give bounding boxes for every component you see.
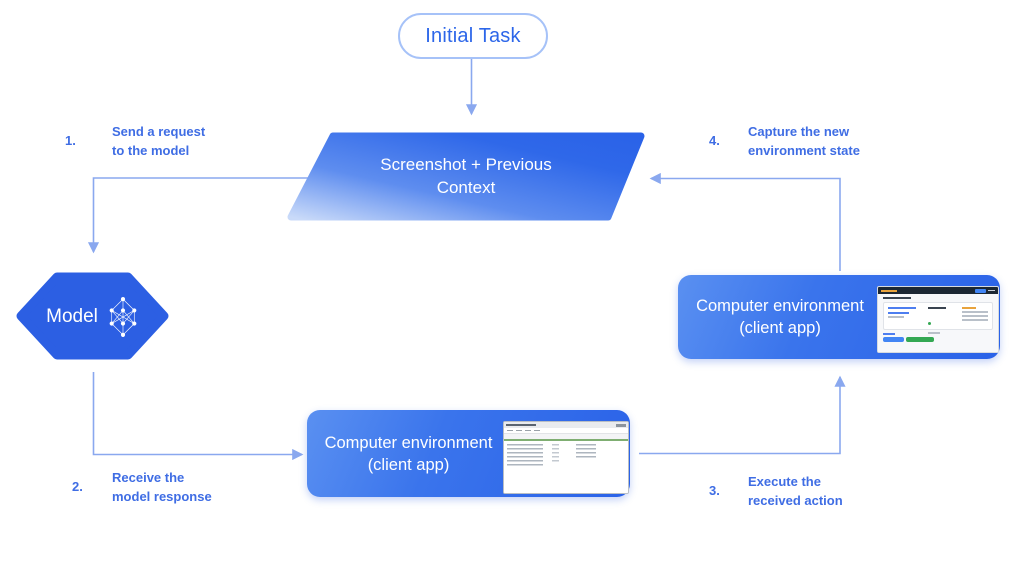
step-3-number: 3. xyxy=(709,483,720,498)
thumb-card xyxy=(883,302,993,334)
step-1-number: 1. xyxy=(65,133,76,148)
step-4-number: 4. xyxy=(709,133,720,148)
environment-bottom-label: Computer environment (client app) xyxy=(307,432,630,476)
thumb-blue-button xyxy=(883,337,904,342)
step-2-number: 2. xyxy=(72,479,83,494)
thumb-toolbar xyxy=(504,434,628,439)
context-label-line2: Context xyxy=(436,178,496,197)
step-3-text: Execute the received action xyxy=(748,474,843,508)
arrow-context-to-model xyxy=(87,177,309,254)
model-hexagon xyxy=(16,272,169,360)
thumb-navbar xyxy=(878,287,998,294)
arrow-env-to-env xyxy=(639,375,846,455)
thumb-table xyxy=(504,441,628,493)
thumb-titlebar xyxy=(504,422,628,428)
env-right-line1: Computer environment xyxy=(696,297,864,315)
desktop-app-screenshot-thumbnail xyxy=(503,421,629,494)
step-1-text: Send a request to the model xyxy=(112,124,206,158)
thumb-green-divider xyxy=(504,439,628,441)
environment-right-label: Computer environment (client app) xyxy=(678,295,1000,339)
thumb-green-button xyxy=(906,337,934,342)
web-app-screenshot-thumbnail xyxy=(877,286,999,353)
step-4-text: Capture the new environment state xyxy=(748,124,860,158)
context-label-line1: Screenshot + Previous xyxy=(380,155,552,174)
thumb-menubar xyxy=(504,428,628,434)
model-label: Model xyxy=(46,305,98,327)
context-node-label: Screenshot + Previous Context xyxy=(330,153,602,199)
arrow-env-to-context xyxy=(649,172,841,271)
initial-task-label: Initial Task xyxy=(425,24,521,47)
initial-task-node: Initial Task xyxy=(398,13,548,59)
neural-network-icon xyxy=(109,296,137,337)
env-bottom-line1: Computer environment xyxy=(324,433,493,452)
thumb-dashboard-body xyxy=(878,294,998,352)
context-parallelogram xyxy=(287,132,645,221)
env-bottom-line2: (client app) xyxy=(367,455,450,474)
step-2-text: Receive the model response xyxy=(112,470,212,504)
env-right-line2: (client app) xyxy=(739,319,821,337)
arrow-model-to-env xyxy=(92,372,304,461)
model-node: Model xyxy=(17,273,168,360)
